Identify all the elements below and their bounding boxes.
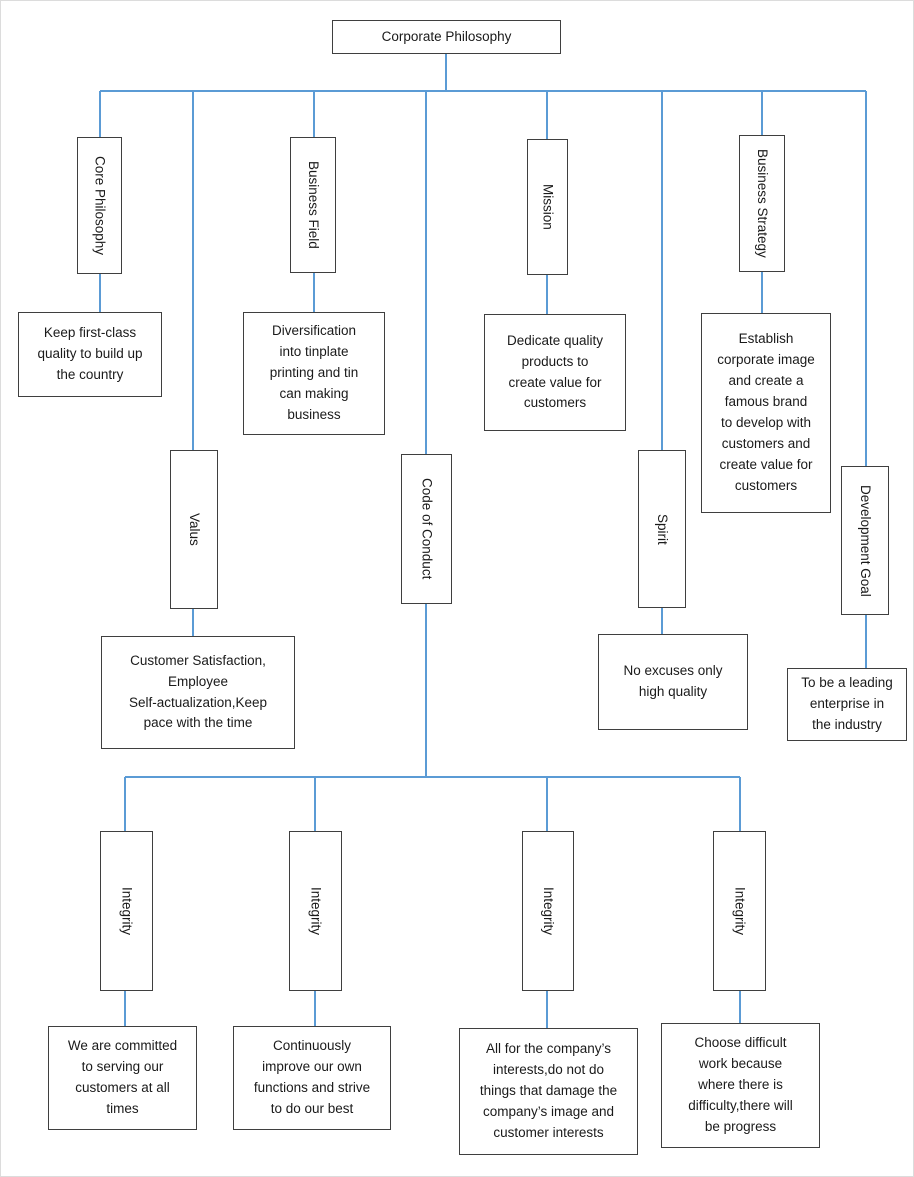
node-label: Spirit [654, 513, 670, 545]
node-label: Core Philosophy [92, 155, 108, 256]
node-corporate-philosophy[interactable]: Corporate Philosophy [332, 20, 561, 54]
node-integrity-1[interactable]: Integrity [100, 831, 153, 991]
detail-valus[interactable]: Customer Satisfaction, Employee Self-act… [101, 636, 295, 749]
detail-spirit[interactable]: No excuses only high quality [598, 634, 748, 730]
detail-core-philosophy[interactable]: Keep first-class quality to build up the… [18, 312, 162, 397]
detail-text: Dedicate quality products to create valu… [506, 332, 604, 411]
node-label: Integrity [732, 886, 748, 936]
node-label: Integrity [119, 886, 135, 936]
detail-mission[interactable]: Dedicate quality products to create valu… [484, 314, 626, 431]
detail-text: We are committed to serving our customer… [67, 1038, 178, 1116]
node-integrity-4[interactable]: Integrity [713, 831, 766, 991]
detail-text: Keep first-class quality to build up the… [37, 325, 143, 382]
node-label: Business Strategy [754, 149, 770, 258]
detail-development-goal[interactable]: To be a leading enterprise in the indust… [787, 668, 907, 741]
detail-text: Customer Satisfaction, Employee Self-act… [128, 652, 268, 731]
node-label: Business Field [305, 161, 321, 249]
node-label: Mission [540, 184, 556, 230]
node-label: Valus [186, 513, 202, 546]
detail-text: No excuses only high quality [623, 663, 723, 699]
node-core-philosophy[interactable]: Core Philosophy [77, 137, 122, 274]
node-valus[interactable]: Valus [170, 450, 218, 609]
node-label: Integrity [308, 886, 324, 936]
node-mission[interactable]: Mission [527, 139, 568, 275]
detail-integrity-2[interactable]: Continuously improve our own functions a… [233, 1026, 391, 1130]
node-development-goal[interactable]: Development Goal [841, 466, 889, 615]
node-label: Code of Conduct [419, 478, 435, 580]
detail-integrity-3[interactable]: All for the company’s interests,do not d… [459, 1028, 638, 1155]
node-code-of-conduct[interactable]: Code of Conduct [401, 454, 452, 604]
detail-text: Continuously improve our own functions a… [253, 1038, 371, 1116]
node-spirit[interactable]: Spirit [638, 450, 686, 608]
node-label: Development Goal [857, 484, 873, 597]
detail-integrity-1[interactable]: We are committed to serving our customer… [48, 1026, 197, 1130]
detail-business-strategy[interactable]: Establish corporate image and create a f… [701, 313, 831, 513]
detail-text: Establish corporate image and create a f… [717, 331, 815, 493]
detail-integrity-4[interactable]: Choose difficult work because where ther… [661, 1023, 820, 1148]
node-business-field[interactable]: Business Field [290, 137, 336, 273]
node-integrity-2[interactable]: Integrity [289, 831, 342, 991]
detail-text: Choose difficult work because where ther… [688, 1035, 793, 1134]
detail-text: All for the company’s interests,do not d… [479, 1041, 618, 1140]
node-business-strategy[interactable]: Business Strategy [739, 135, 785, 272]
node-label: Corporate Philosophy [381, 28, 512, 44]
node-integrity-3[interactable]: Integrity [522, 831, 574, 991]
detail-text: To be a leading enterprise in the indust… [801, 675, 893, 732]
detail-text: Diversification into tinplate printing a… [269, 323, 359, 422]
node-label: Integrity [540, 886, 556, 936]
detail-business-field[interactable]: Diversification into tinplate printing a… [243, 312, 385, 435]
